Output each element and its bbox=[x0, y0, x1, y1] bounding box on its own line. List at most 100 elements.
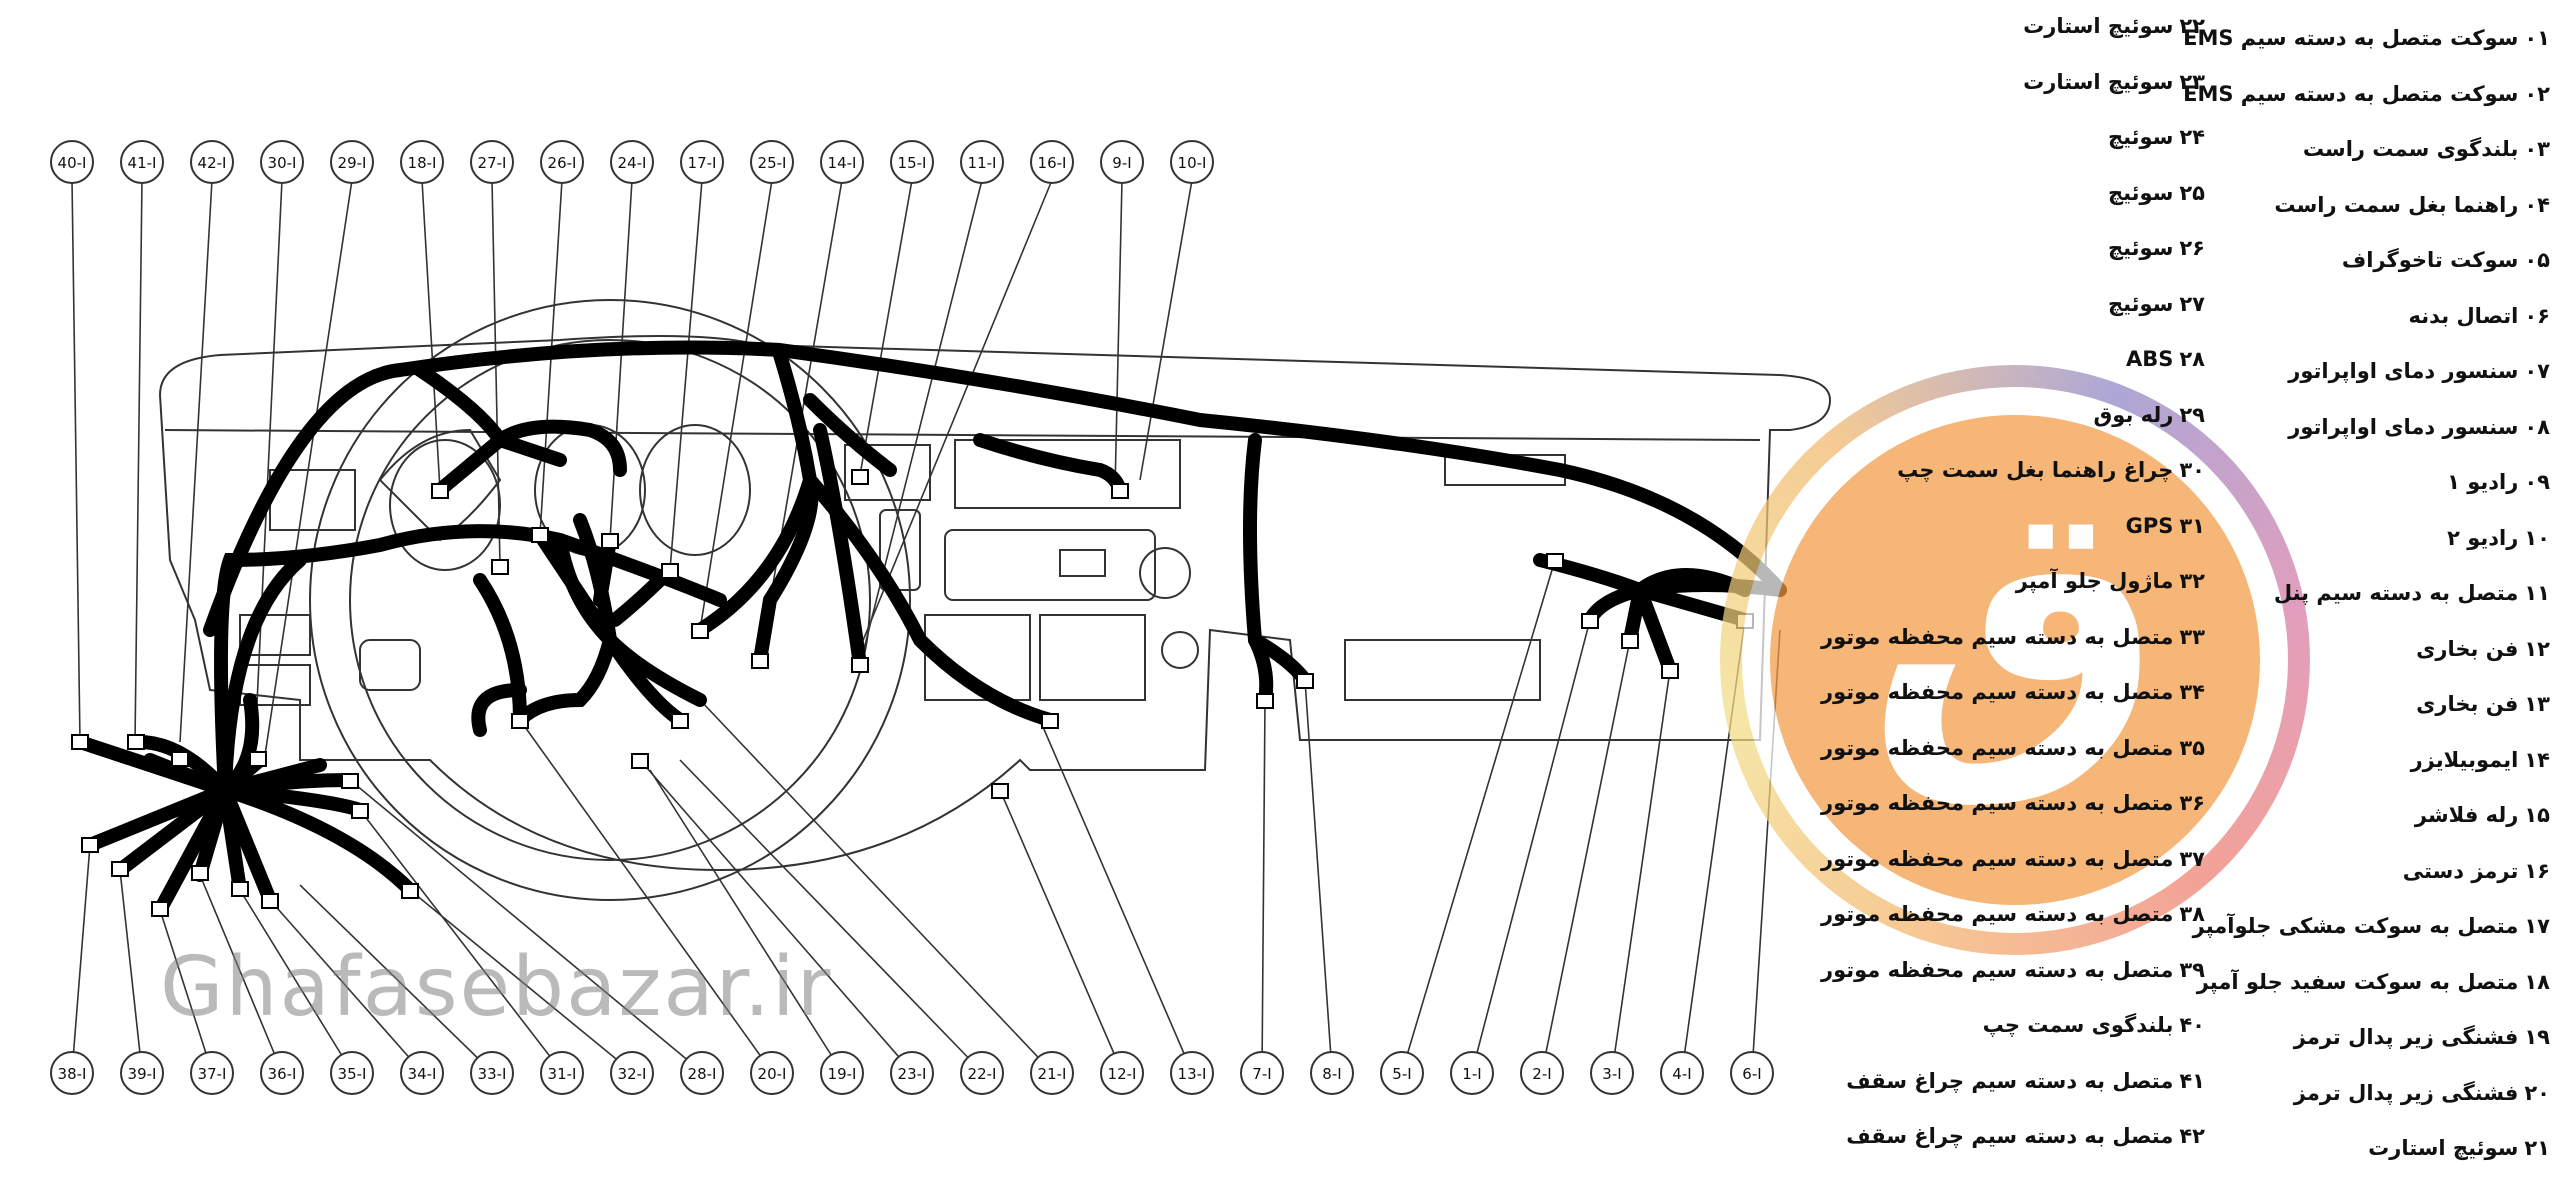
callout-circle bbox=[50, 140, 94, 184]
callout-leader-lines bbox=[71, 179, 1781, 1073]
callout-label: 18-I bbox=[408, 154, 437, 172]
legend-item: ۴۰بلندگوی سمت چپ bbox=[1983, 1013, 2205, 1037]
legend-text: سنسور دمای اواپراتور bbox=[2288, 414, 2519, 439]
callout-circle bbox=[470, 140, 514, 184]
legend-item: ۰۵سوکت تاخوگراف bbox=[2342, 248, 2550, 272]
legend-text: متصل به دسته سیم چراغ سقف bbox=[1846, 1124, 2174, 1148]
legend-text: متصل به دسته سیم محفظه موتور bbox=[1820, 957, 2174, 982]
legend-text: رادیو ۱ bbox=[2447, 470, 2519, 494]
logo-ring: ق bbox=[1742, 387, 2288, 933]
legend-item: ۳۴متصل به دسته سیم محفظه موتور bbox=[1821, 680, 2205, 704]
logo-core: ق bbox=[1770, 415, 2260, 905]
callout-label: 22-I bbox=[968, 1065, 997, 1083]
callout-circle bbox=[330, 140, 374, 184]
callout-circle bbox=[330, 1051, 374, 1095]
callout-label: 23-I bbox=[898, 1065, 927, 1083]
legend-item: ۱۷متصل به سوکت مشکی جلوآمپر bbox=[2193, 914, 2550, 938]
legend-number: ۳۰ bbox=[2179, 458, 2205, 482]
legend-number: ۰۱ bbox=[2524, 26, 2550, 50]
callout-circle bbox=[1450, 1051, 1494, 1095]
legend-text: اتصال بدنه bbox=[2408, 303, 2519, 328]
callout-circle bbox=[260, 1051, 304, 1095]
legend-text: چراغ راهنما بغل سمت چپ bbox=[1897, 458, 2174, 482]
legend-number: ۲۲ bbox=[2179, 14, 2205, 38]
callout-circle bbox=[120, 1051, 164, 1095]
legend-text: متصل به دسته سیم محفظه موتور bbox=[1820, 735, 2174, 760]
callout-label: 41-I bbox=[128, 154, 157, 172]
legend-text: فن بخاری bbox=[2416, 636, 2519, 661]
legend-number: ۰۹ bbox=[2524, 470, 2550, 494]
callout-circle bbox=[680, 140, 724, 184]
legend-item: ۲۹رله بوق bbox=[2094, 403, 2206, 427]
legend-number: ۱۰ bbox=[2524, 525, 2550, 550]
callout-label: 17-I bbox=[688, 154, 717, 172]
callout-label: 6-I bbox=[1742, 1065, 1761, 1083]
legend-number: ۱۹ bbox=[2524, 1025, 2550, 1049]
callout-label: 15-I bbox=[898, 154, 927, 172]
legend-text: متصل به دسته سیم محفظه موتور bbox=[1820, 624, 2174, 649]
legend-item: ۴۲متصل به دسته سیم چراغ سقف bbox=[1846, 1124, 2205, 1148]
callout-label: 24-I bbox=[618, 154, 647, 172]
legend-text: متصل به سوکت سفید جلو آمپر bbox=[2196, 969, 2519, 994]
callout-label: 14-I bbox=[828, 154, 857, 172]
callout-circle bbox=[400, 140, 444, 184]
callout-circle bbox=[50, 1051, 94, 1095]
callout-label: 32-I bbox=[618, 1065, 647, 1083]
callout-circle bbox=[890, 140, 934, 184]
legend-number: ۴۰ bbox=[2179, 1013, 2205, 1037]
callout-label: 37-I bbox=[198, 1065, 227, 1083]
legend-text: راهنما بغل سمت راست bbox=[2274, 192, 2519, 217]
legend-text: ABS bbox=[2125, 347, 2174, 371]
callout-circle bbox=[610, 140, 654, 184]
legend-number: ۲۰ bbox=[2524, 1080, 2550, 1105]
legend-item: ۰۲سوکت متصل به دسته سیم EMS bbox=[2183, 82, 2550, 106]
legend-item: ۲۳سوئیچ استارت bbox=[2023, 70, 2205, 94]
callout-circle bbox=[540, 140, 584, 184]
legend-number: ۴۱ bbox=[2179, 1068, 2205, 1093]
legend-number: ۱۳ bbox=[2524, 692, 2550, 716]
callout-label: 26-I bbox=[548, 154, 577, 172]
callout-label: 25-I bbox=[758, 154, 787, 172]
legend-number: ۰۴ bbox=[2524, 192, 2550, 217]
connectors bbox=[71, 469, 1754, 917]
legend-text: رله فلاشر bbox=[2414, 803, 2519, 827]
callout-circle bbox=[960, 140, 1004, 184]
callout-circle bbox=[820, 1051, 864, 1095]
legend-item: ۱۲فن بخاری bbox=[2416, 637, 2550, 661]
legend-number: ۳۸ bbox=[2179, 902, 2205, 926]
legend-text: بلندگوی سمت راست bbox=[2302, 137, 2519, 161]
callout-label: 3-I bbox=[1602, 1065, 1621, 1083]
callout-circle bbox=[260, 140, 304, 184]
legend-item: ۳۶متصل به دسته سیم محفظه موتور bbox=[1821, 791, 2205, 815]
legend-item: ۳۷متصل به دسته سیم محفظه موتور bbox=[1821, 847, 2205, 871]
legend-text: ترمز دستی bbox=[2402, 858, 2519, 883]
callout-circle bbox=[120, 140, 164, 184]
callout-circle bbox=[400, 1051, 444, 1095]
callout-circle bbox=[680, 1051, 724, 1095]
callout-label: 29-I bbox=[338, 154, 367, 172]
legend-item: ۳۳متصل به دسته سیم محفظه موتور bbox=[1821, 625, 2205, 649]
callout-label: 7-I bbox=[1252, 1065, 1271, 1083]
legend-number: ۰۵ bbox=[2524, 248, 2550, 272]
callout-label: 13-I bbox=[1178, 1065, 1207, 1083]
callout-circle bbox=[1030, 140, 1074, 184]
callout-circle bbox=[1730, 1051, 1774, 1095]
legend-item: ۱۰رادیو ۲ bbox=[2447, 526, 2550, 550]
legend-item: ۰۱سوکت متصل به دسته سیم EMS bbox=[2183, 26, 2550, 50]
callout-label: 36-I bbox=[268, 1065, 297, 1083]
callout-label: 21-I bbox=[1038, 1065, 1067, 1083]
legend-number: ۱۷ bbox=[2524, 914, 2550, 938]
legend-text: فشنگی زیر پدال ترمز bbox=[2293, 1025, 2519, 1049]
legend-text: سوئیچ bbox=[2107, 180, 2174, 205]
callout-label: 4-I bbox=[1672, 1065, 1691, 1083]
legend-text: بلندگوی سمت چپ bbox=[1982, 1013, 2174, 1037]
callout-label: 19-I bbox=[828, 1065, 857, 1083]
legend-item: ۱۱متصل به دسته سیم پنل bbox=[2274, 581, 2550, 605]
legend-text: سوئیچ استارت bbox=[2023, 69, 2174, 94]
legend-item: ۳۹متصل به دسته سیم محفظه موتور bbox=[1821, 958, 2205, 982]
legend-item: ۱۳فن بخاری bbox=[2416, 692, 2550, 716]
callout-circle bbox=[890, 1051, 934, 1095]
legend-number: ۴۲ bbox=[2179, 1124, 2205, 1148]
legend-text: سوئیچ bbox=[2107, 291, 2174, 316]
